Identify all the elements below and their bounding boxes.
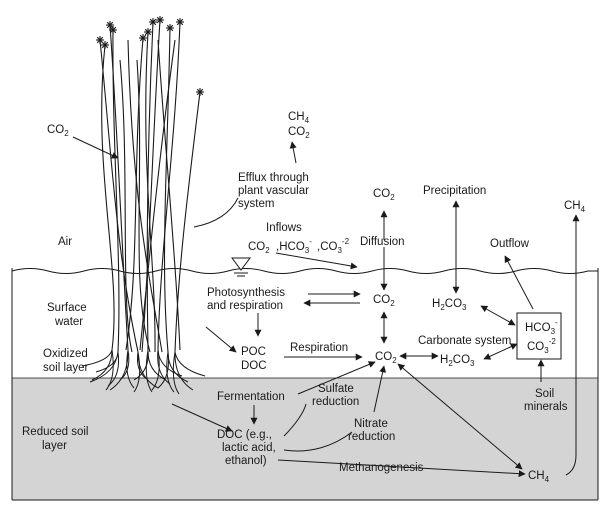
seed-head-bristle — [112, 26, 117, 31]
seed-head-bristle — [147, 28, 152, 33]
plant-root — [166, 351, 175, 393]
arrow-ch4-plant-efflux — [565, 214, 580, 476]
arrow-nitrate-to-co2 — [373, 365, 387, 413]
carbonate-species-box — [516, 312, 562, 360]
plant-root — [157, 349, 183, 377]
inflow-co3-label: ,CO3-2​ — [317, 237, 350, 255]
fermentation-label: Fermentation — [217, 391, 285, 403]
seed-head-bristle — [152, 18, 157, 23]
seed-head-bristle — [104, 41, 109, 46]
seed-head-bristle — [199, 88, 204, 93]
box-hco3-label: HCO3-​ — [525, 318, 558, 336]
ch4-efflux-label: CH4​ — [288, 111, 310, 125]
arrow-efflux-up — [289, 141, 297, 164]
line-efflux-from-plant — [193, 197, 239, 228]
doc-label: DOC — [241, 360, 267, 372]
carbonate-system-label: Carbonate system — [418, 335, 511, 347]
respiration-label: Respiration — [290, 342, 348, 354]
zone-label-reduced: Reduced soil layer — [22, 426, 92, 452]
h2co3-upper-label: H2CO3​ — [432, 298, 467, 312]
plant-root — [89, 351, 119, 383]
plant-root — [174, 351, 206, 377]
arrow-h2co3-box — [480, 305, 516, 326]
plant-root — [172, 351, 180, 395]
arrow-ch4-to-co2 — [397, 363, 523, 470]
box-co3-label: CO3-2​ — [527, 337, 556, 355]
plant-root — [157, 349, 171, 385]
co2-diffusion-top-label: CO2​ — [373, 188, 395, 202]
arrow-sulfate-to-co2 — [297, 361, 376, 395]
arrow-methanogenesis — [277, 459, 526, 478]
plant-root — [126, 349, 135, 389]
arrow-outflow — [504, 255, 534, 310]
seed-head-bristle — [179, 18, 184, 23]
doc-products-label: DOC (e.g., lactic acid, ethanol) — [217, 429, 279, 467]
plant-root — [145, 349, 153, 393]
photosynthesis-label: Photosynthesis and respiration — [207, 287, 288, 312]
plant-root — [174, 351, 194, 391]
line-doc-to-nitrate — [283, 431, 353, 452]
seed-head-bristle — [169, 24, 174, 29]
seed-head-bristle — [109, 21, 114, 26]
plant-root-mass — [81, 349, 206, 395]
seed-head-bristle — [142, 34, 147, 39]
methanogenesis-label: Methanogenesis — [339, 462, 424, 474]
seed-head-bristle — [99, 36, 104, 41]
plant-root — [147, 349, 167, 381]
soil-minerals-label: Soil minerals — [524, 388, 568, 413]
seed-head-bristle — [159, 16, 164, 21]
reduced-soil-zone — [12, 378, 598, 500]
arrow-plant-to-fermentation — [171, 403, 233, 432]
ch4-bottom-label: CH4​ — [528, 470, 550, 484]
ch4-right-label: CH4​ — [564, 200, 586, 214]
water-surface — [11, 268, 598, 274]
h2co3-lower-label: H2CO3​ — [440, 354, 475, 368]
arrow-inflows — [275, 252, 358, 270]
zone-label-surface-water: Surface water — [47, 302, 90, 328]
line-doc-to-sulfate — [283, 403, 307, 437]
poc-label: POC — [241, 346, 266, 358]
inflow-co2-label: CO2​ — [248, 241, 270, 255]
arrow-plant-to-poc — [205, 326, 237, 353]
efflux-label: Efflux through plant vascular system — [238, 172, 312, 210]
plant-root — [157, 351, 169, 389]
water-level-icon — [231, 257, 251, 277]
plant-root — [81, 349, 113, 367]
co2-atmosphere-label: CO2​ — [47, 124, 69, 138]
zone-label-oxidized: Oxidized soil layer — [43, 348, 91, 374]
plant-root — [105, 349, 114, 391]
outflow-label: Outflow — [490, 238, 530, 250]
plant-root — [91, 349, 113, 381]
arrow-atmos-co2-to-plant — [72, 136, 119, 159]
co2-efflux-label: CO2​ — [288, 126, 310, 140]
inflows-label: Inflows — [266, 222, 302, 234]
co2-soil-label: CO2​ — [375, 351, 397, 365]
flow-arrows — [72, 136, 580, 478]
arrow-h2co3-box-lower — [483, 343, 518, 360]
diffusion-label: Diffusion — [360, 236, 405, 248]
plant-root — [109, 349, 129, 391]
sulfate-reduction-label: Sulfate reduction — [312, 383, 359, 408]
zone-label-air: Air — [58, 236, 72, 248]
precipitation-label: Precipitation — [423, 185, 486, 197]
nitrate-reduction-label: Nitrate reduction — [348, 418, 395, 443]
inflow-hco3-label: ,HCO3-​ — [276, 237, 312, 255]
co2-water-label: CO2​ — [373, 294, 395, 308]
wetland-plant-illustration — [96, 16, 204, 353]
